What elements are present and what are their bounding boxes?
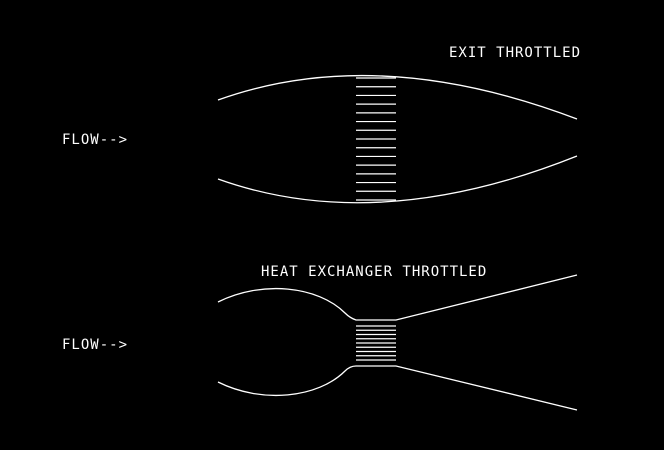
- heat-exchanger-upper-wall: [217, 274, 578, 321]
- exit-throttled-upper-wall: [217, 74, 578, 120]
- heat-exchanger-flow-label: FLOW-->: [62, 337, 128, 353]
- exit-throttled-lower-wall: [217, 155, 578, 204]
- heat-exchanger-throttle-grid: [356, 325, 396, 361]
- heat-exchanger-throttled-diagram: HEAT EXCHANGER THROTTLED FLOW-->: [62, 264, 578, 411]
- exit-throttled-diagram: EXIT THROTTLED FLOW-->: [62, 45, 581, 204]
- exit-throttled-flow-label: FLOW-->: [62, 132, 128, 148]
- exit-throttled-title: EXIT THROTTLED: [449, 45, 581, 61]
- heat-exchanger-lower-wall: [217, 365, 578, 411]
- heat-exchanger-throttled-title: HEAT EXCHANGER THROTTLED: [261, 264, 487, 280]
- exit-throttle-grid: [356, 77, 396, 201]
